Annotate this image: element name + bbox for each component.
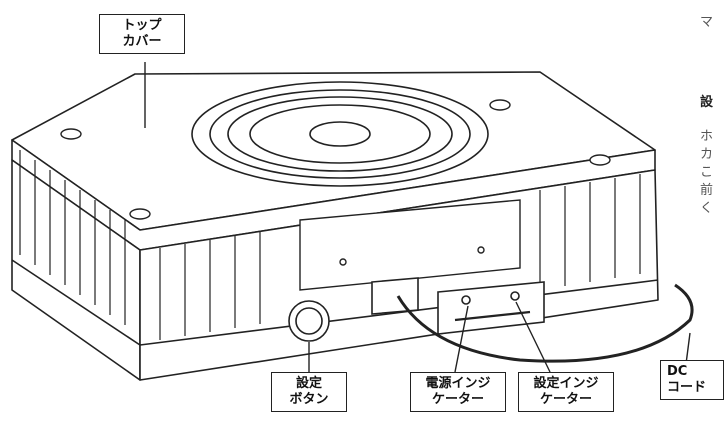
leader-setting-indicator [515, 301, 551, 373]
side-text-line-2: ホ [700, 129, 714, 144]
label-setting-button-line1: 設定 [295, 376, 322, 391]
label-top-cover-line2: カバー [122, 34, 162, 49]
label-setting-indicator-line2: ケーター [539, 392, 592, 407]
label-setting-button-line2: ボタン [289, 392, 329, 407]
side-text-line-1: マ [700, 15, 714, 30]
setting-button-drawing [288, 300, 330, 342]
cover-screws [60, 99, 611, 220]
label-power-indicator-line2: ケーター [431, 392, 484, 407]
label-setting-indicator: 設定インジ ケーター [518, 372, 614, 412]
fan [191, 81, 489, 187]
dc-cord [396, 283, 694, 363]
side-text-line-4: こ [700, 165, 714, 180]
label-dc-cord-line1: DC [667, 364, 688, 379]
side-text-line-3: カ [700, 147, 714, 162]
side-text-line-5: 前 [700, 183, 714, 198]
left-fins [19, 150, 126, 325]
front-fins [159, 174, 641, 340]
front-plate [299, 199, 521, 291]
label-setting-button: 設定 ボタン [271, 372, 347, 412]
leader-dc-cord [685, 332, 691, 365]
leader-power-indicator [454, 305, 469, 373]
label-power-indicator: 電源インジ ケーター [410, 372, 506, 412]
dc-connector [371, 277, 419, 315]
label-top-cover: トップ カバー [99, 14, 185, 54]
label-setting-indicator-line1: 設定インジ [533, 376, 599, 391]
label-top-cover-line1: トップ [122, 18, 162, 33]
label-dc-cord-line2: コード [667, 380, 707, 395]
label-power-indicator-line1: 電源インジ [425, 376, 491, 391]
side-text-line-6: く [700, 201, 714, 216]
label-dc-cord: DC コード [660, 360, 724, 400]
side-text-heading: 設 [700, 95, 714, 110]
